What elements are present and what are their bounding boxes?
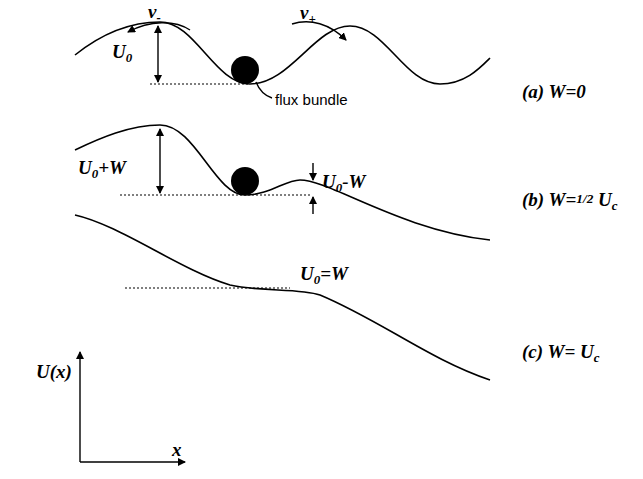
axis-arrow bbox=[79, 352, 80, 462]
height-arrow bbox=[157, 50, 158, 82]
flux-bundle-dot bbox=[231, 56, 259, 84]
potential-curve-a bbox=[75, 22, 490, 84]
height-arrow bbox=[159, 160, 160, 193]
dotted-level-a bbox=[150, 83, 250, 84]
velocity-arrow bbox=[292, 22, 346, 40]
flux-bundle-dot bbox=[231, 167, 259, 195]
height-arrow bbox=[312, 163, 313, 180]
label: (b) W=1/2 Uc bbox=[522, 190, 618, 213]
label: U0 bbox=[112, 42, 132, 65]
dotted-level-b bbox=[120, 194, 312, 195]
potential-curve-b bbox=[75, 125, 490, 240]
leader-line bbox=[256, 82, 272, 98]
label: U0-W bbox=[322, 172, 365, 195]
label: x bbox=[172, 440, 182, 459]
label: flux bundle bbox=[275, 92, 348, 107]
label: (a) W=0 bbox=[522, 82, 586, 101]
label: U0+W bbox=[78, 158, 126, 181]
label: U0=W bbox=[300, 264, 348, 287]
potential-curve-c bbox=[75, 215, 490, 380]
height-arrow bbox=[159, 129, 160, 160]
label: v+ bbox=[300, 3, 316, 26]
height-arrow bbox=[312, 197, 313, 214]
label: (c) W= Uc bbox=[522, 342, 599, 365]
height-arrow bbox=[157, 26, 158, 50]
label: U(x) bbox=[36, 362, 72, 381]
label: v- bbox=[148, 2, 161, 25]
dotted-level-c bbox=[125, 287, 290, 288]
axis-arrow bbox=[80, 461, 185, 462]
